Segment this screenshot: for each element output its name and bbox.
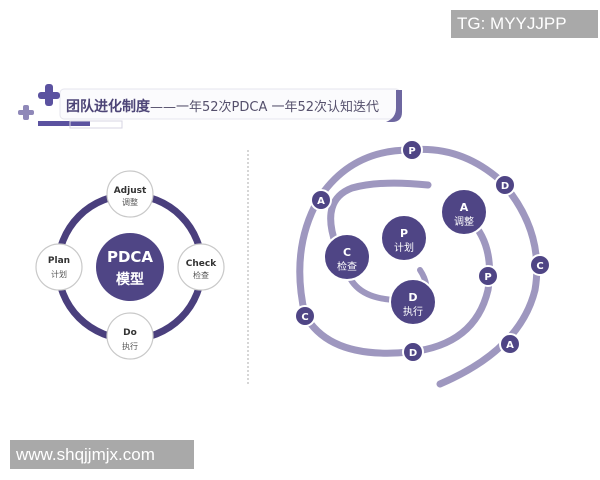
spiral-outer-nodes	[294, 139, 551, 363]
inner-c-label: 检查	[337, 260, 357, 273]
node-adjust-zh: 调整	[122, 197, 138, 207]
title-subtitle: ——一年52次PDCA 一年52次认知迭代	[150, 100, 380, 115]
inner-c-letter: C	[343, 246, 351, 259]
header-decoration	[18, 84, 402, 129]
outer-node-p2: P	[484, 272, 491, 283]
outer-node-c2: C	[301, 312, 308, 323]
node-adjust-en: Adjust	[114, 186, 147, 196]
title-bold: 团队进化制度	[66, 99, 150, 115]
inner-a-label: 调整	[454, 215, 474, 228]
node-do-en: Do	[123, 328, 137, 338]
outer-node-p1: P	[408, 146, 415, 157]
node-check	[177, 243, 225, 291]
outer-node-c1: C	[536, 261, 543, 272]
center-line1: PDCA	[107, 248, 153, 266]
inner-p-label: 计划	[394, 241, 414, 254]
inner-a-letter: A	[460, 201, 469, 214]
center-line2: 模型	[116, 271, 144, 288]
page-title: 团队进化制度——一年52次PDCA 一年52次认知迭代	[66, 96, 379, 116]
inner-p-letter: P	[400, 227, 408, 240]
pdca-model	[35, 170, 225, 360]
inner-d-letter: D	[408, 291, 417, 304]
node-check-zh: 检查	[193, 270, 209, 280]
outer-node-d1: D	[501, 181, 509, 192]
outer-node-a2: A	[317, 196, 325, 207]
node-adjust	[106, 170, 154, 218]
node-do	[106, 312, 154, 360]
watermark-top: TG: MYYJJPP	[451, 10, 598, 38]
node-check-en: Check	[186, 259, 217, 269]
node-plan-zh: 计划	[51, 269, 67, 279]
node-plan-en: Plan	[48, 256, 70, 266]
inner-d-label: 执行	[403, 305, 423, 318]
node-do-zh: 执行	[122, 341, 138, 351]
outer-node-d2: D	[409, 348, 417, 359]
node-plan	[35, 243, 83, 291]
pdca-center-circle	[96, 233, 164, 301]
watermark-bottom: www.shqjjmjx.com	[10, 440, 194, 469]
spiral-inner-nodes	[323, 188, 488, 326]
outer-node-a1: A	[506, 340, 514, 351]
